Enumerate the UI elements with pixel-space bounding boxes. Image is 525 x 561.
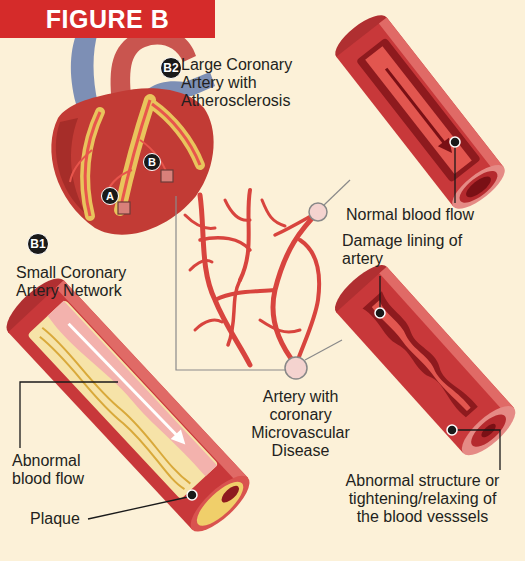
vessel-network-part [185,215,215,228]
leader-line-part [379,276,380,308]
plaque-artery-part [191,475,250,532]
annotation-label: Artery with coronary Microvascular Disea… [243,388,358,460]
normal-artery [329,8,511,216]
callout-badge: A [101,187,119,205]
heart-illustration-part [70,150,92,182]
badge-letter: B2 [163,62,178,74]
annotation-label: Normal blood flow [346,206,521,224]
normal-artery-part [463,173,494,201]
leader-line-part [305,340,342,360]
vessel-network-part [225,200,250,220]
callout-dot-part [450,137,460,147]
heart-illustration-part [71,30,98,104]
normal-artery-part [455,166,502,209]
microvascular-artery-part [371,300,473,412]
vessel-network-part [273,210,320,365]
vessel-network-part [195,320,222,330]
vessel-network-part [260,320,300,332]
heart-illustration-part [118,202,130,214]
leader-line-part [457,430,500,470]
annotation-label: Plaque [30,510,110,528]
badge-letter: A [106,191,114,202]
heart-illustration-part [161,170,173,182]
leader-line-part [176,196,285,370]
plaque-artery [0,270,257,540]
leader-line-part [454,147,455,203]
zoom-circle [285,203,327,379]
microvascular-artery-part [363,291,483,420]
vessel-network-part [200,238,250,250]
badge-heading: Small Coronary Artery Network [16,264,148,300]
annotation-label: Abnormal structure or tightening/relaxin… [340,472,505,526]
plaque-artery-part [219,483,242,505]
callout-badge: B [143,153,161,171]
zoom-circle-part [309,203,327,221]
badge-letter: B [148,157,156,168]
heart-illustration-part [51,88,213,235]
figure-title: FIGURE B [0,0,215,38]
leader-line [20,147,500,519]
annotation-label: Damage lining of artery [342,232,492,268]
callout-dot-part [187,490,197,500]
vessel-network [185,190,320,365]
vessel-network-part [215,290,275,300]
vessel-network-part [228,280,240,345]
badge-letter: B1 [30,238,45,250]
leader-line [176,180,350,370]
plaque-artery-part [171,429,191,449]
callout-dot-part [375,308,385,318]
callout-dot-part [447,425,457,435]
normal-artery-part [356,37,481,183]
leader-line-part [20,382,118,448]
plaque-artery-part [27,300,218,500]
badge-heading: Large Coronary Artery with Atheroscleros… [181,56,321,110]
plaque-artery-part [183,468,258,540]
annotation-label: Abnormal blood flow [12,452,107,488]
callout-dot [187,137,460,500]
zoom-circle-part [285,357,307,379]
vessel-network-part [200,195,250,365]
heart-illustration-part [85,112,100,216]
vessel-network-part [296,240,319,365]
normal-artery-part [365,46,472,174]
leader-line-part [88,497,188,519]
plaque-artery-part [69,322,177,437]
vessel-network-part [190,260,212,270]
normal-artery-part [386,69,444,144]
callout-badge: B2Large Coronary Artery with Atheroscler… [160,57,182,79]
heart-illustration [51,10,215,235]
vessel-network-part [240,190,250,280]
microvascular-artery-part [336,267,514,454]
callout-badge: B1Small Coronary Artery Network [27,233,49,255]
microvascular-artery [328,258,522,463]
vessel-network-part [262,200,285,226]
leader-line-part [324,180,350,205]
heart-illustration-part [85,112,100,216]
